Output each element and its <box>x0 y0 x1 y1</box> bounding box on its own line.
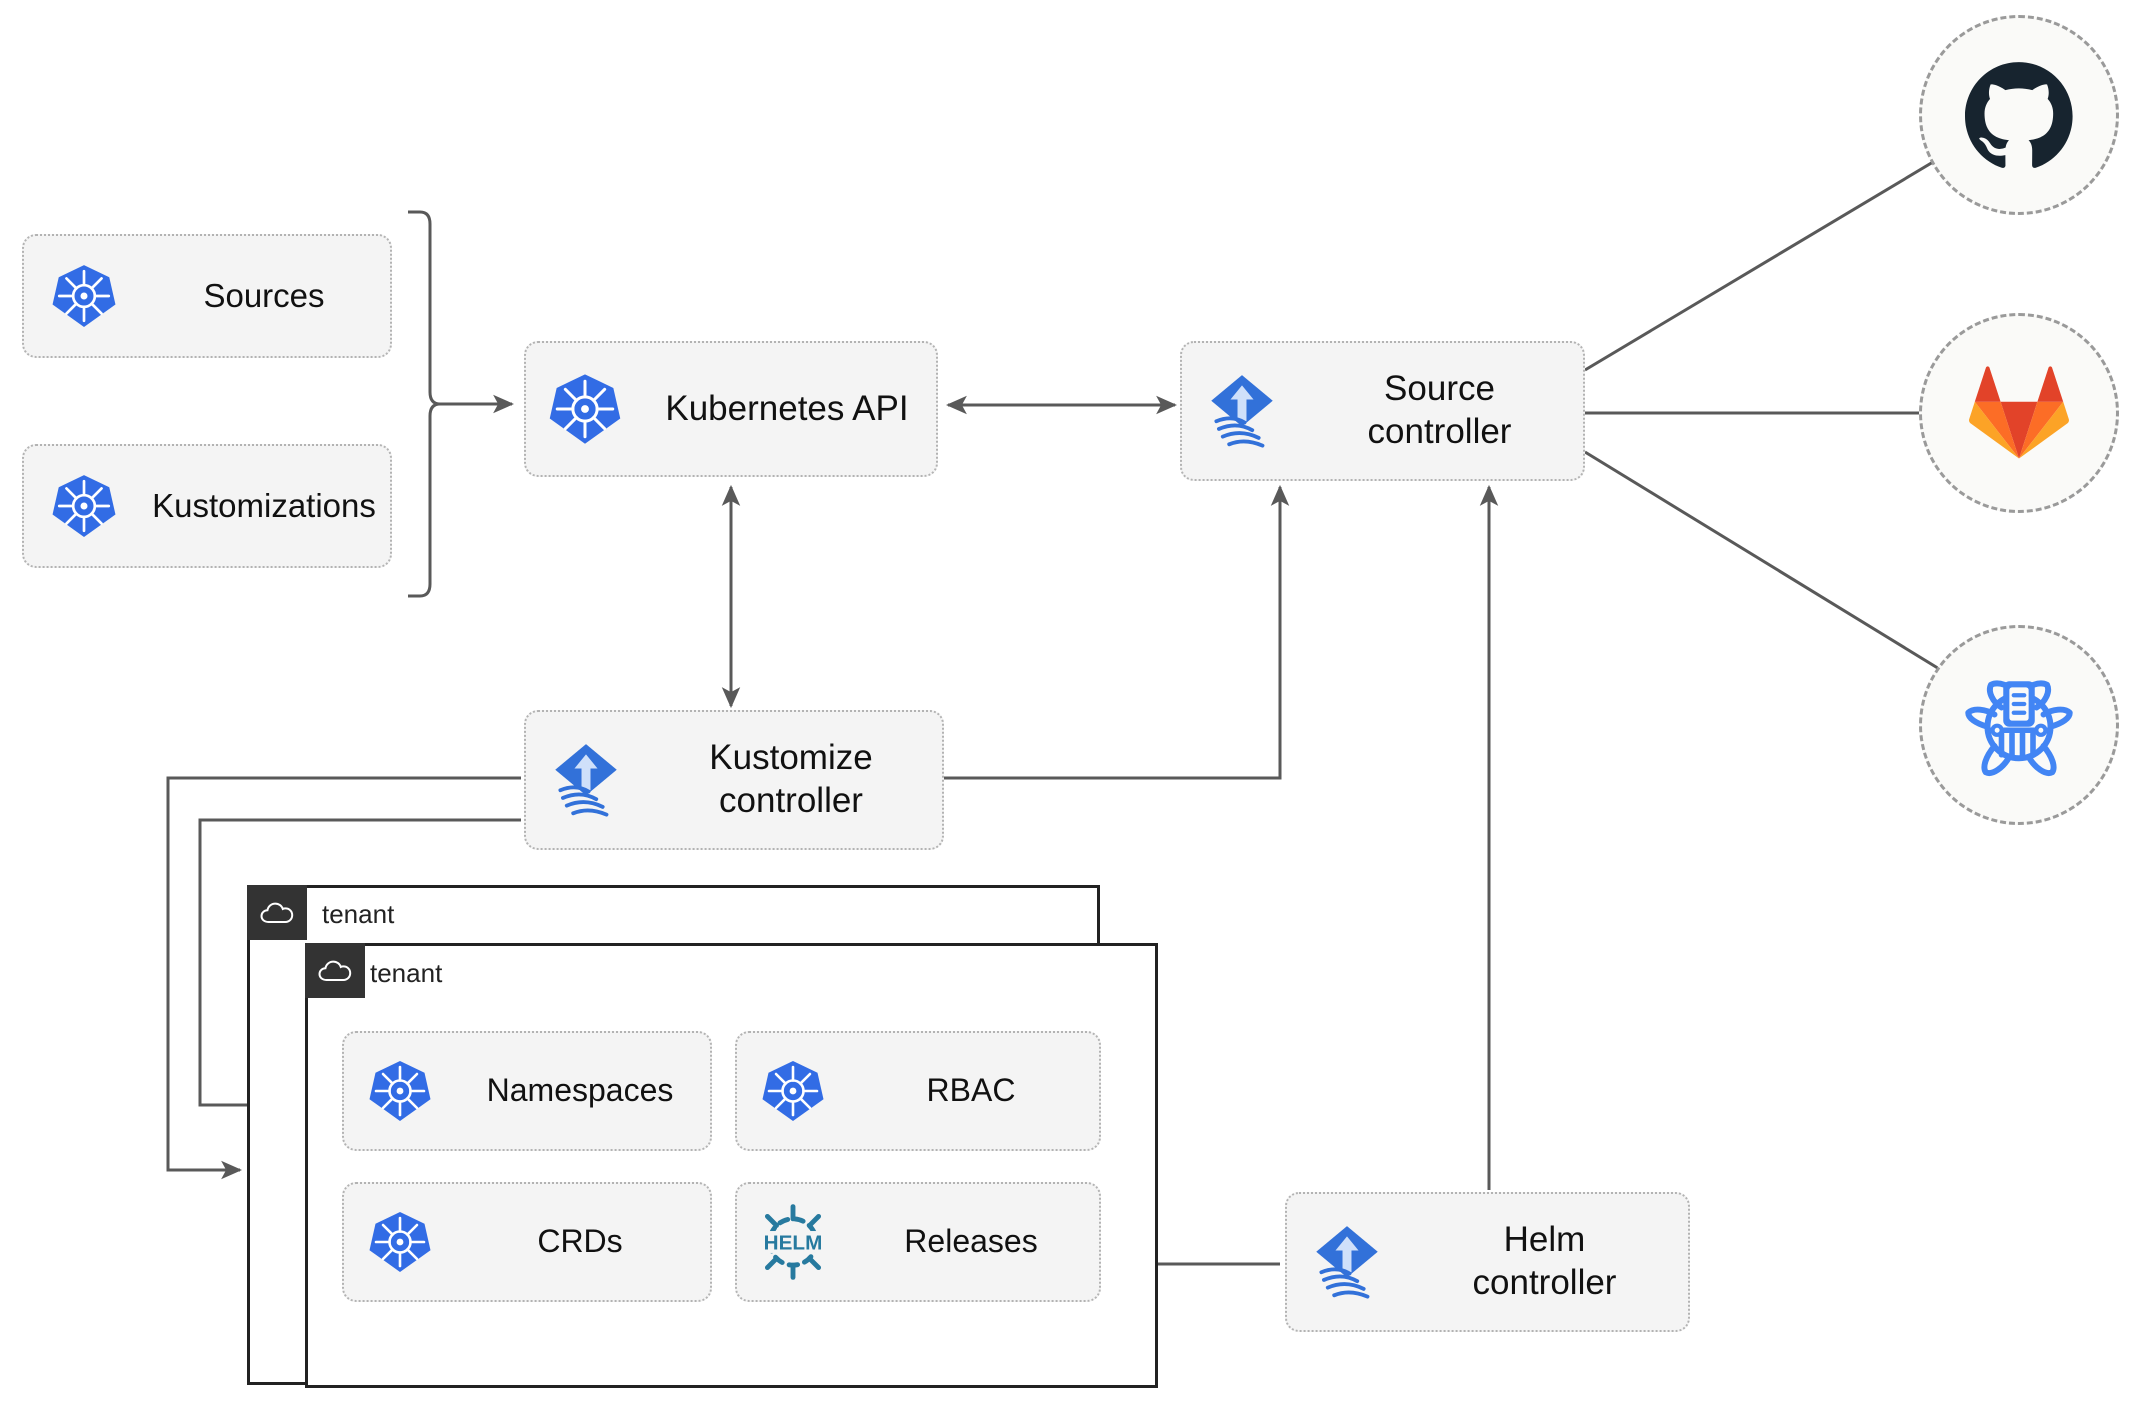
node-label: Source controller <box>1302 368 1583 453</box>
svg-text:HELM: HELM <box>764 1231 823 1254</box>
node-label: Releases <box>904 1223 1038 1260</box>
node-label-line1: Kustomize <box>709 738 873 778</box>
chartmuseum-icon <box>1965 680 2073 776</box>
flux-icon <box>526 739 646 821</box>
node-label: CRDs <box>537 1223 623 1260</box>
cloud-icon <box>260 902 294 923</box>
flux-icon <box>1287 1221 1407 1303</box>
node-label-line2: controller <box>1472 1263 1617 1302</box>
node-kustomizations[interactable]: Kustomizations <box>22 444 392 568</box>
tenant-label-1: tenant <box>322 899 395 929</box>
provider-chartmuseum[interactable] <box>1919 625 2119 825</box>
kubernetes-icon <box>344 1059 456 1123</box>
edge-source-to-github <box>1584 126 1992 372</box>
node-crds[interactable]: CRDs <box>342 1182 712 1302</box>
node-source-controller[interactable]: Source controller <box>1180 341 1585 481</box>
node-label: RBAC <box>926 1072 1016 1109</box>
node-releases[interactable]: HELM Releases <box>735 1182 1101 1302</box>
kubernetes-icon <box>526 372 644 446</box>
kubernetes-icon <box>24 263 144 329</box>
node-label: Sources <box>203 276 325 314</box>
provider-github[interactable] <box>1919 15 2119 215</box>
kubernetes-icon <box>737 1059 849 1123</box>
tenant-tab-1 <box>247 885 307 940</box>
cloud-icon <box>318 960 352 981</box>
tenant-label-2: tenant <box>370 958 443 988</box>
node-label: Namespaces <box>486 1072 674 1109</box>
node-label: Kubernetes API <box>665 388 909 428</box>
kubernetes-icon <box>344 1210 456 1274</box>
flux-icon <box>1182 370 1302 452</box>
node-sources[interactable]: Sources <box>22 234 392 358</box>
node-label-line1: Source <box>1384 369 1495 409</box>
edge-kustomize-to-source <box>944 484 1290 780</box>
node-label-line1: Helm <box>1503 1220 1586 1260</box>
node-rbac[interactable]: RBAC <box>735 1031 1101 1151</box>
github-icon <box>1965 62 2073 168</box>
gitlab-icon <box>1969 366 2069 459</box>
edge-bracket-sources <box>408 210 441 598</box>
node-label: Kustomizations <box>152 486 376 524</box>
node-label: Kustomize controller <box>646 737 942 822</box>
node-label: Helm controller <box>1407 1219 1688 1304</box>
node-kustomize-controller[interactable]: Kustomize controller <box>524 710 944 850</box>
helm-icon: HELM <box>737 1203 849 1281</box>
provider-gitlab[interactable] <box>1919 313 2119 513</box>
edge-source-to-chartmuseum <box>1584 450 1992 702</box>
node-namespaces[interactable]: Namespaces <box>342 1031 712 1151</box>
node-label-line2: controller <box>719 781 863 820</box>
node-kubernetes-api[interactable]: Kubernetes API <box>524 341 938 477</box>
node-label-line2: controller <box>1367 412 1512 451</box>
node-helm-controller[interactable]: Helm controller <box>1285 1192 1690 1332</box>
tenant-tab-2 <box>305 943 365 998</box>
kubernetes-icon <box>24 473 144 539</box>
tenant-container-2[interactable] <box>305 943 1158 1388</box>
